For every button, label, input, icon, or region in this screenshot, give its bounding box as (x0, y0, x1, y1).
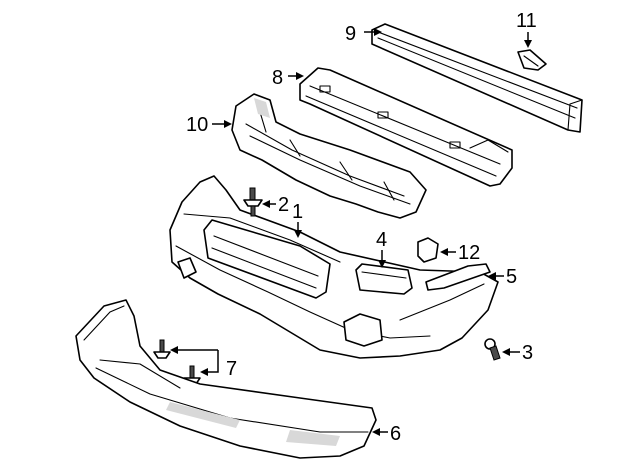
callout-3: 3 (522, 342, 533, 364)
part-5-molding (425, 263, 491, 291)
part-6-lower-valance (75, 299, 377, 459)
part-4-lamp-trim (355, 263, 413, 295)
part-3-screw (484, 338, 501, 361)
part-2-push-pin (243, 187, 263, 217)
part-12-clip (417, 237, 439, 263)
part-8-energy-absorber (299, 67, 513, 187)
callout-9: 9 (345, 23, 356, 45)
callout-1: 1 (292, 201, 303, 223)
callout-8: 8 (272, 67, 283, 89)
callout-6: 6 (390, 423, 401, 445)
part-11-bracket (517, 49, 547, 71)
callout-10: 10 (186, 114, 208, 136)
callout-4: 4 (376, 229, 387, 251)
callout-12: 12 (458, 242, 480, 264)
callout-2: 2 (278, 194, 289, 216)
callout-11: 11 (516, 10, 537, 32)
callout-7: 7 (226, 358, 237, 380)
leader-lines (170, 28, 532, 436)
part-9-reinforcement-bar (371, 23, 583, 133)
part-1-bumper-cover (169, 175, 499, 359)
part-10-upper-bracket (231, 93, 427, 219)
callout-5: 5 (506, 266, 517, 288)
